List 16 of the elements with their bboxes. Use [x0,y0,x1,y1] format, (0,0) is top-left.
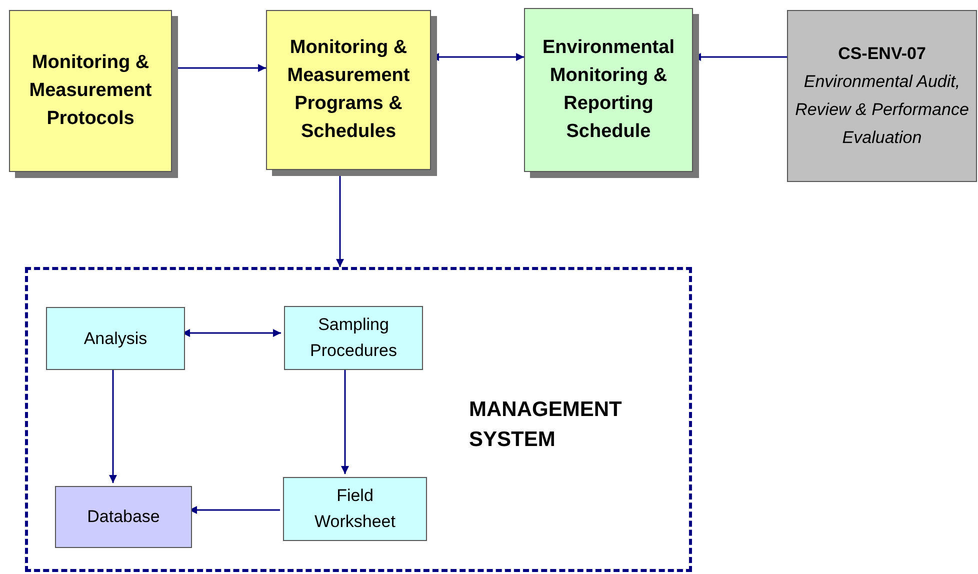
node-label: Sampling Procedures [309,314,398,362]
process-box [46,307,185,370]
node-label: Field Worksheet [314,485,396,533]
process-box [284,306,423,370]
group-label: MANAGEMENT SYSTEM [469,397,623,453]
node-label: Monitoring & Measurement Protocols [28,51,153,131]
node-label: Monitoring & Measurement Programs & Schedules [286,36,411,144]
reference-box [787,10,977,182]
node-label: Analysis [82,328,148,350]
process-box [283,477,427,541]
node-label: Environmental Audit, Review & Performance Evaluation [794,71,970,149]
node-label: Database [86,506,161,528]
dashed-group-box [25,267,692,572]
node-label: Environmental Monitoring & Reporting Schedule [542,36,676,144]
node-label: CS-ENV-07 [838,43,926,65]
process-box [55,486,192,548]
